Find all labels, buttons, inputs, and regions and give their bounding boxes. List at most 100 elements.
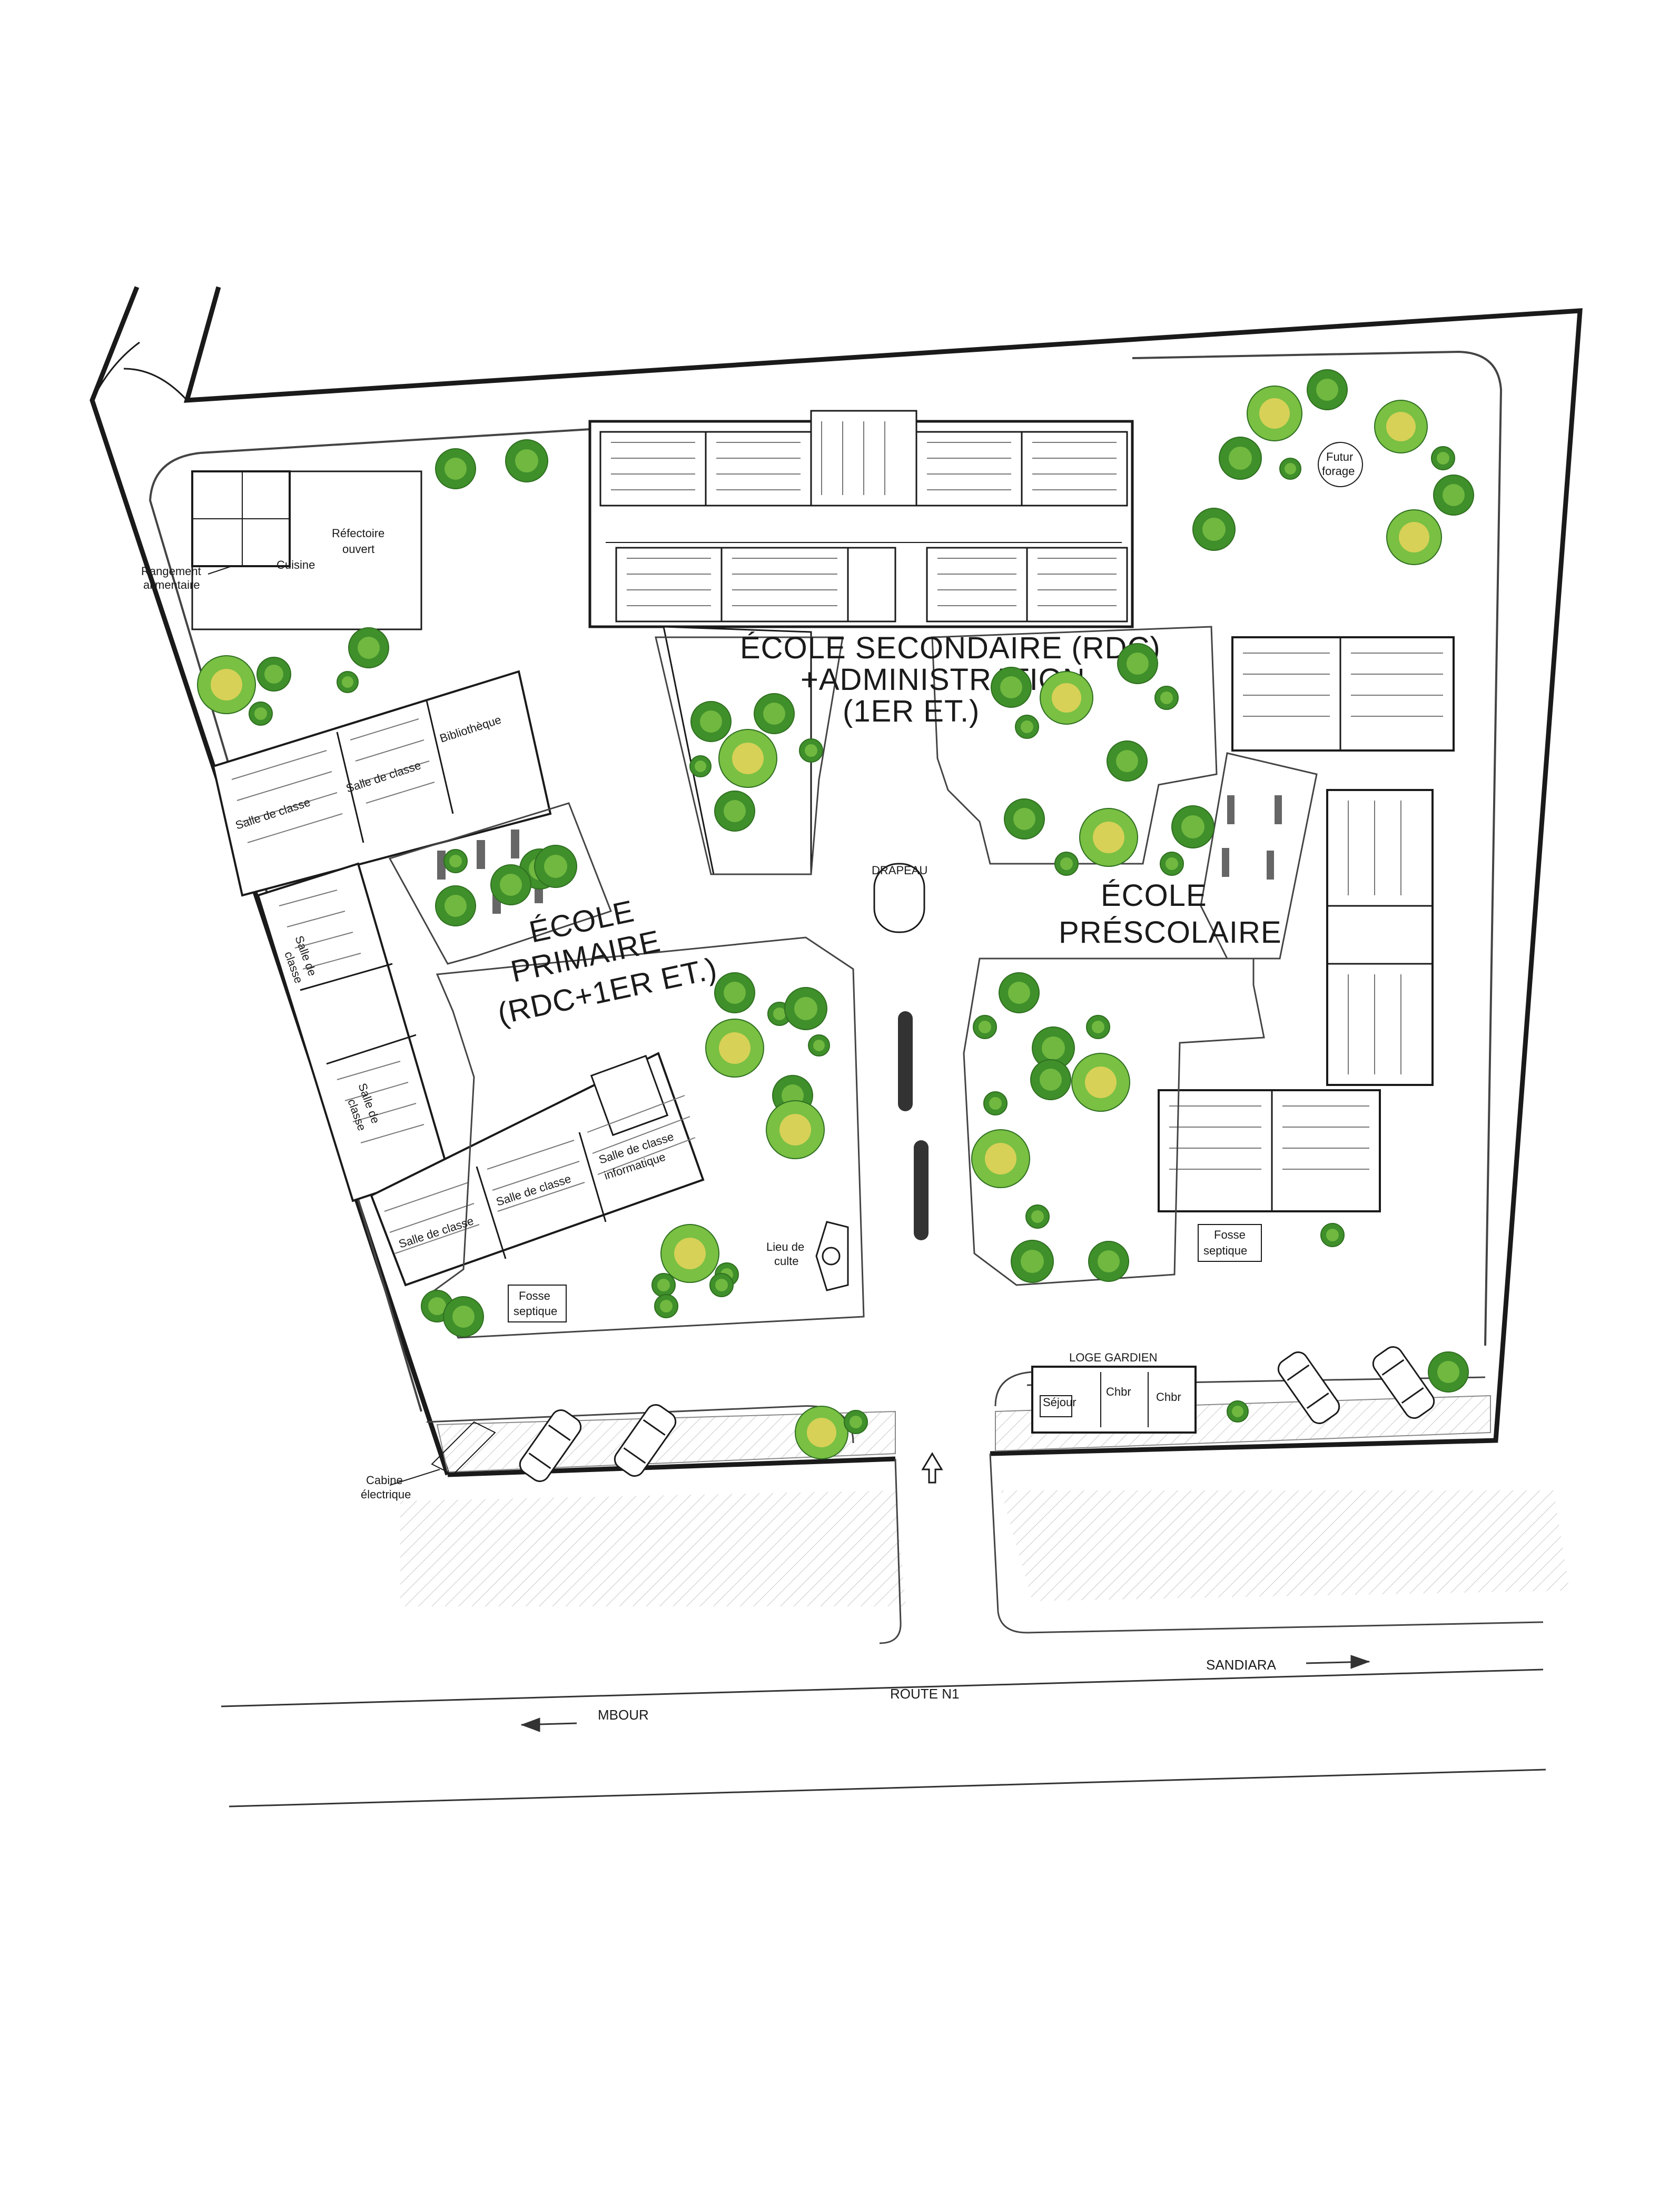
tree-icon [1428,1351,1469,1393]
tree-icon [256,657,291,692]
tree-icon [337,671,359,693]
guard-house-label: LOGE GARDIEN [1069,1351,1157,1364]
tree-icon [1433,475,1474,516]
entrance-arrow-icon [921,1452,943,1484]
cabin-label-1: Cabine [366,1474,403,1487]
car-icon [1372,1346,1435,1419]
septic-tank-primary [508,1285,567,1322]
tree-icon [808,1034,830,1056]
secondary-school-title-1: ÉCOLE SECONDAIRE (RDC) [740,631,1161,665]
tree-icon [983,1091,1008,1115]
tree-icon [844,1410,868,1434]
car-icon [614,1404,677,1477]
tree-icon [1219,437,1262,480]
tree-icon [505,439,548,482]
prayer-area [815,1221,849,1291]
tree-icon [1011,1240,1054,1283]
tree-icon [1079,808,1138,867]
preschool-title-2: PRÉSCOLAIRE [1059,915,1282,950]
tree-icon [766,1100,825,1159]
cabin-label-2: électrique [361,1488,411,1501]
borehole-label-1: Futur [1326,450,1353,463]
tree-icon [1171,805,1214,848]
storage-label-1: Rangement [141,565,201,578]
secondary-school-building [588,410,1134,875]
guard-house [1031,1366,1197,1434]
septic-label-2: septique [514,1305,557,1318]
tree-icon [249,702,273,726]
preschool-buildings [1158,636,1455,1212]
tree-icon [1086,1015,1110,1039]
bedroom-label: Chbr [1156,1390,1181,1404]
storage-label-2: alimentaire [143,578,200,591]
tree-icon [443,849,468,873]
tree-icon [443,1296,484,1337]
secondary-school-title-2: +ADMINISTRATION [801,663,1085,697]
tree-icon [999,972,1040,1013]
tree-icon [435,885,476,926]
sandiara-label: SANDIARA [1206,1657,1277,1673]
future-borehole [1318,442,1363,487]
tree-icon [654,1294,678,1318]
tree-icon [197,655,256,714]
flag-label: DRAPEAU [872,864,927,877]
living-room-label: Séjour [1043,1396,1077,1409]
preschool-title-1: ÉCOLE [1101,878,1207,913]
tree-icon [1431,446,1455,470]
tree-icon [1015,715,1039,739]
primary-desks [231,718,696,1254]
tree-icon [799,738,823,763]
mbour-label: MBOUR [598,1707,649,1723]
tree-icon [1279,458,1301,480]
septic-label-1: Fosse [519,1289,550,1302]
tree-icon [971,1129,1030,1188]
car-icon [1277,1351,1340,1424]
refectory [191,470,422,630]
tree-icon [1154,686,1179,710]
primary-school-buildings [212,670,705,1287]
trees [197,369,1474,1459]
tree-icon [1088,1241,1129,1282]
tree-icon [784,987,827,1030]
tree-icon [973,1015,997,1039]
tree-icon [714,972,755,1013]
tree-icon [991,667,1032,708]
tree-icon [1071,1053,1130,1112]
tree-icon [1320,1223,1345,1247]
kitchen-label: Cuisine [276,558,315,571]
central-medians [898,1011,929,1240]
tree-icon [348,627,389,668]
route-n1 [221,1655,1546,1808]
tree-icon [1386,509,1442,565]
route-label: ROUTE N1 [890,1686,959,1702]
prayer-label-1: Lieu de [766,1240,804,1253]
preschool-courtyard [963,752,1318,1286]
car-icon [519,1409,582,1482]
tree-icon [1032,1026,1075,1070]
secondary-desks [611,421,1117,606]
refectory-label-2: ouvert [342,542,374,556]
tree-icon [651,1273,676,1297]
tree-icon [689,755,712,777]
tree-icon [1374,400,1428,453]
tree-icon [1040,671,1093,725]
tree-icon [1004,798,1045,840]
bedroom-label: Chbr [1106,1385,1131,1398]
septic-label-2: septique [1203,1244,1247,1257]
tree-icon [534,845,577,888]
preschool-desks [1169,653,1443,1170]
road-arrow-icon [1350,1655,1370,1669]
electrical-cabin [389,1421,496,1486]
tree-icon [709,1273,734,1297]
tree-icon [1247,386,1302,441]
septic-tank-preschool [1198,1224,1262,1262]
tree-icon [435,448,476,489]
tree-icon [1025,1204,1050,1229]
tree-icon [1107,740,1148,782]
inner-enclosure [149,350,1503,1412]
tree-icon [1160,852,1184,876]
tree-icon [1227,1400,1249,1423]
flag-platform [873,863,925,933]
tree-icon [795,1406,848,1459]
